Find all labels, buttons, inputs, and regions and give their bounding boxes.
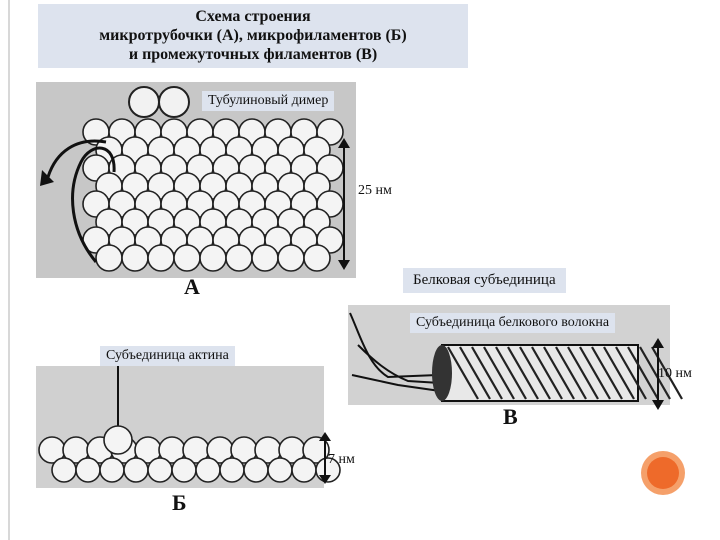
filament-stripe bbox=[483, 346, 515, 400]
filament-stripe bbox=[447, 346, 479, 400]
tubulin-sphere bbox=[251, 244, 279, 272]
actin-sphere bbox=[123, 457, 149, 483]
tubulin-sphere bbox=[303, 244, 331, 272]
filament-stripe bbox=[519, 346, 551, 400]
actin-spheres bbox=[38, 425, 341, 483]
actin-subunit-label: Субъединица актина bbox=[100, 346, 235, 366]
slide-left-edge bbox=[8, 0, 10, 540]
tubulin-sphere bbox=[173, 244, 201, 272]
filament-stripe bbox=[531, 346, 563, 400]
filament-stripe bbox=[627, 346, 659, 400]
dimension-arrow-10nm bbox=[652, 338, 664, 410]
actin-sphere bbox=[51, 457, 77, 483]
filament-stripe bbox=[639, 346, 671, 400]
tubulin-sphere bbox=[95, 244, 123, 272]
filament-stripe bbox=[567, 346, 599, 400]
size-7nm-label: 7 нм bbox=[328, 452, 355, 467]
tubulin-dimer-label: Тубулиновый димер bbox=[202, 91, 335, 111]
filament-stripe bbox=[543, 346, 575, 400]
size-25nm-label: 25 нм bbox=[358, 183, 392, 198]
actin-sphere bbox=[243, 457, 269, 483]
filament-stripe bbox=[579, 346, 611, 400]
decorative-orange-circle bbox=[641, 451, 685, 495]
figure-a-letter: А bbox=[184, 274, 200, 299]
microtubule-figure bbox=[36, 82, 356, 278]
filament-stripes bbox=[447, 346, 683, 400]
filament-stripe bbox=[495, 346, 527, 400]
tubulin-sphere bbox=[225, 244, 253, 272]
actin-sphere bbox=[291, 457, 317, 483]
filament-stripe bbox=[555, 346, 587, 400]
title-line-1: Схема строения bbox=[195, 8, 311, 25]
actin-sphere bbox=[75, 457, 101, 483]
actin-sphere bbox=[267, 457, 293, 483]
microfilament-figure bbox=[36, 366, 341, 488]
tubulin-sphere bbox=[121, 244, 149, 272]
tubulin-spheres bbox=[82, 118, 344, 272]
actin-sphere bbox=[103, 425, 133, 455]
figure-v-letter: В bbox=[503, 404, 518, 429]
filament-stripe bbox=[591, 346, 623, 400]
title-line-2: микротрубочки (А), микрофиламентов (Б) bbox=[99, 27, 407, 44]
title-line-3: и промежуточных филаментов (В) bbox=[128, 46, 378, 63]
filament-stripe bbox=[603, 346, 635, 400]
tubulin-sphere bbox=[147, 244, 175, 272]
filament-stripe bbox=[507, 346, 539, 400]
fiber-subunit-label: Субъединица белкового волокна bbox=[410, 313, 616, 333]
dimension-arrow-7nm bbox=[319, 432, 331, 484]
filament-stripe bbox=[459, 346, 491, 400]
protein-subunit-label: Белковая субъединица bbox=[403, 268, 566, 293]
tubulin-sphere bbox=[199, 244, 227, 272]
dimension-arrow-25nm bbox=[338, 138, 350, 270]
figure-b-letter: Б bbox=[172, 490, 187, 515]
actin-sphere bbox=[195, 457, 221, 483]
actin-sphere bbox=[302, 436, 330, 464]
filament-stripe bbox=[471, 346, 503, 400]
filament-stripe bbox=[615, 346, 647, 400]
actin-sphere bbox=[147, 457, 173, 483]
actin-sphere bbox=[99, 457, 125, 483]
tubulin-sphere bbox=[277, 244, 305, 272]
actin-sphere bbox=[219, 457, 245, 483]
intermediate-filament-figure bbox=[348, 305, 683, 405]
size-10nm-label: 10 нм bbox=[658, 366, 692, 381]
actin-sphere bbox=[171, 457, 197, 483]
slide-title: Схема строения микротрубочки (А), микроф… bbox=[38, 4, 468, 68]
